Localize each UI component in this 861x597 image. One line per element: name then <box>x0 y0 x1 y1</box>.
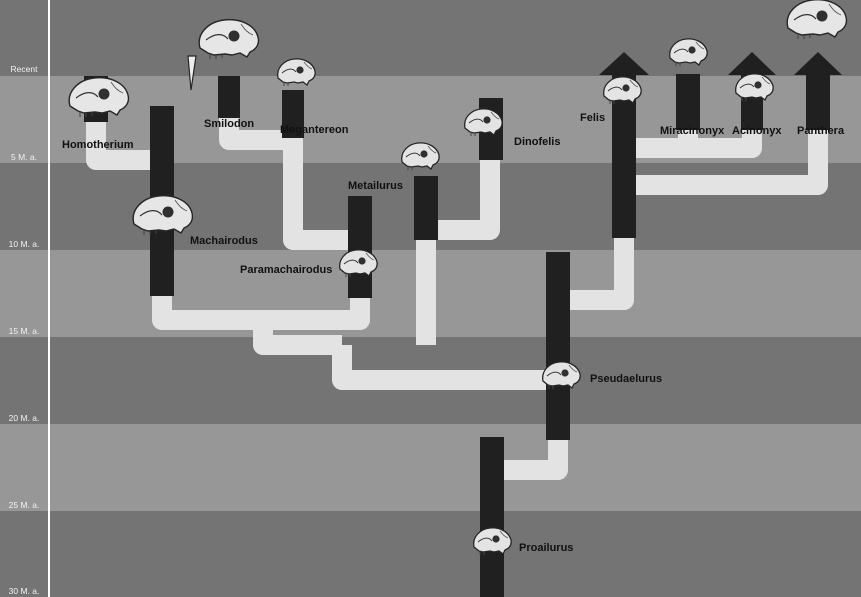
bar-smilodon <box>218 76 240 118</box>
connector-pseudaelurus-proailurus <box>502 430 568 480</box>
arrowhead-panthera <box>794 52 842 75</box>
taxon-label-homotherium: Homotherium <box>62 139 134 151</box>
time-label-5ma: 5 M. a. <box>11 152 37 162</box>
time-label-20ma: 20 M. a. <box>8 413 40 423</box>
time-label-10ma: 10 M. a. <box>8 239 40 249</box>
connector-miracinonyx-acinonyx <box>624 130 762 158</box>
smilodon-skull-icon <box>198 18 260 60</box>
bar-megantereon <box>282 90 304 138</box>
bar-metailurus <box>414 176 438 240</box>
connector-megantereon <box>219 118 360 250</box>
connector-paramachairodus <box>263 298 370 330</box>
bar-proailurus <box>480 437 504 597</box>
taxon-label-panthera: Panthera <box>797 125 845 137</box>
time-band <box>0 0 861 76</box>
arrowhead-acinonyx <box>728 52 776 75</box>
taxon-label-miracinonyx: Miracinonyx <box>660 125 725 137</box>
connector-homotherium <box>86 122 162 170</box>
time-label-recent: Recent <box>10 64 38 74</box>
time-label-15ma: 15 M. a. <box>8 326 40 336</box>
time-band <box>0 511 861 597</box>
time-band <box>0 424 861 511</box>
bar-paramachairodus <box>348 196 372 298</box>
taxon-label-machairodus: Machairodus <box>190 235 258 247</box>
connectors <box>86 118 828 480</box>
connector-felis-group <box>624 130 828 195</box>
taxon-label-pseudaelurus: Pseudaelurus <box>590 373 663 385</box>
time-label-25ma: 25 M. a. <box>8 500 40 510</box>
machairodus-skull-icon <box>132 194 194 236</box>
connector-metailurus-dinofelis <box>416 160 500 345</box>
taxon-label-paramachairodus: Paramachairodus <box>240 264 333 276</box>
taxon-label-metailurus: Metailurus <box>348 180 404 192</box>
bar-miracinonyx <box>676 74 700 130</box>
smilodon-saber-tooth-icon <box>187 55 197 91</box>
taxon-label-acinonyx: Acinonyx <box>732 125 782 137</box>
homotherium-skull-icon <box>68 76 130 118</box>
connector-pseudaelurus-machairodont <box>332 345 558 390</box>
arrowhead-felis <box>599 52 649 75</box>
bar-panthera <box>806 74 830 130</box>
connector-pseudaelurus-felis <box>558 238 634 310</box>
taxon-label-proailurus: Proailurus <box>519 542 574 554</box>
taxon-label-felis: Felis <box>580 112 606 124</box>
extant-arrows <box>599 52 842 75</box>
panthera-skull-icon <box>786 0 848 40</box>
taxon-label-smilodon: Smilodon <box>204 118 255 130</box>
time-label-30ma: 30 M. a. <box>8 586 40 596</box>
taxon-label-megantereon: Megantereon <box>280 124 349 136</box>
bar-pseudaelurus <box>546 252 570 440</box>
taxon-label-dinofelis: Dinofelis <box>514 136 561 148</box>
